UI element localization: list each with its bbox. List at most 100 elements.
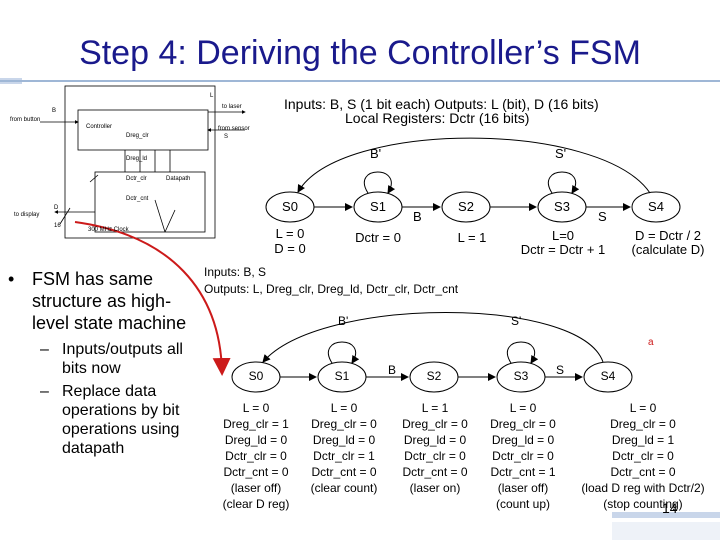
output-line: (laser off) bbox=[497, 481, 549, 495]
hl-s4-action-2: (calculate D) bbox=[631, 242, 705, 257]
high-level-fsm bbox=[265, 137, 681, 223]
sub-bullet-marker-1: – bbox=[40, 341, 49, 358]
output-line: L = 1 bbox=[421, 401, 449, 415]
output-line: Dctr_clr = 0 bbox=[612, 449, 674, 463]
fsm-loop-s3 bbox=[506, 341, 539, 364]
bullet-main: FSM has same structure as high-level sta… bbox=[32, 269, 187, 333]
output-line: (laser on) bbox=[409, 481, 461, 495]
hl-label-s-prime: S' bbox=[555, 146, 567, 161]
output-line: Dctr_cnt = 0 bbox=[223, 465, 289, 479]
red-arrow bbox=[74, 221, 231, 376]
fsm-s1-label: S1 bbox=[334, 369, 350, 383]
output-line: Dreg_ld = 0 bbox=[224, 433, 288, 447]
hl-return-arrow bbox=[297, 137, 651, 194]
output-line: Dreg_ld = 0 bbox=[312, 433, 376, 447]
output-line: L = 0 bbox=[330, 401, 358, 415]
hl-s4-action-1: D = Dctr / 2 bbox=[634, 228, 702, 243]
hl-s0-action-2: D = 0 bbox=[274, 241, 306, 256]
label-dctr-clr: Dctr_clr bbox=[126, 176, 147, 182]
fsm-return-arrow bbox=[262, 312, 604, 363]
fsm-label-s-prime: S' bbox=[511, 314, 522, 328]
output-line: Dctr_cnt = 0 bbox=[610, 465, 676, 479]
output-line: L = 0 bbox=[242, 401, 270, 415]
output-line: Dctr_clr = 0 bbox=[492, 449, 554, 463]
fsm-s3-outputs: L = 0 Dreg_clr = 0 Dreg_ld = 0 Dctr_clr … bbox=[479, 400, 567, 512]
label-dreg-ld: Dreg_ld bbox=[126, 156, 148, 162]
outer-box bbox=[64, 85, 216, 239]
output-line: (load D reg with Dctr/2) bbox=[581, 481, 705, 495]
label-dctr-cnt: Dctr_cnt bbox=[126, 196, 149, 202]
hl-s3-label: S3 bbox=[554, 199, 570, 214]
slide-title: Step 4: Deriving the Controller’s FSM bbox=[79, 34, 641, 72]
fsm-state-s4 bbox=[583, 361, 633, 393]
sub-bullet-1: Inputs/outputs all bits now bbox=[62, 341, 183, 377]
label-d-out: D bbox=[54, 205, 59, 211]
corner-decoration bbox=[612, 512, 720, 518]
output-line: Dreg_ld = 0 bbox=[491, 433, 555, 447]
output-line: Dreg_clr = 0 bbox=[490, 417, 556, 431]
sub-bullet-marker-2: – bbox=[40, 383, 49, 400]
title-underline bbox=[0, 80, 720, 82]
hl-s3-action-1: L=0 bbox=[551, 228, 575, 243]
controller-box bbox=[77, 109, 209, 151]
output-line: (stop counting) bbox=[603, 497, 683, 511]
hl-s2-action: L = 1 bbox=[457, 230, 487, 245]
label-controller: Controller bbox=[86, 124, 113, 130]
output-line: Dreg_clr = 1 bbox=[223, 417, 289, 431]
fsm-label-b: B bbox=[388, 363, 397, 377]
block-diagram bbox=[40, 85, 246, 239]
label-bus-width: 16 bbox=[54, 223, 61, 229]
fsm-s4-outputs: L = 0 Dreg_clr = 0 Dreg_ld = 1 Dctr_clr … bbox=[570, 400, 716, 512]
fsm-label-b-prime: B' bbox=[338, 314, 349, 328]
hl-s1-action: Dctr = 0 bbox=[355, 230, 401, 245]
sub-bullet-2: Replace data operations by bit operation… bbox=[62, 383, 180, 457]
fsm-s1-outputs: L = 0 Dreg_clr = 0 Dreg_ld = 0 Dctr_clr … bbox=[300, 400, 388, 496]
output-line: Dctr_cnt = 0 bbox=[402, 465, 468, 479]
fsm-io-line2: Outputs: L, Dreg_clr, Dreg_ld, Dctr_clr,… bbox=[204, 282, 459, 296]
label-dreg-clr: Dreg_clr bbox=[126, 133, 149, 139]
label-s-in: S bbox=[224, 134, 229, 140]
hl-io-line1: Inputs: B, S (1 bit each) Outputs: L (bi… bbox=[284, 96, 599, 112]
controller-fsm bbox=[231, 312, 633, 393]
hl-state-s4 bbox=[631, 191, 681, 223]
output-line: Dreg_ld = 1 bbox=[611, 433, 675, 447]
hl-label-b-prime: B' bbox=[370, 146, 382, 161]
output-line: (clear count) bbox=[310, 481, 378, 495]
fsm-io-line1: Inputs: B, S bbox=[204, 265, 267, 279]
label-to-laser: to laser bbox=[222, 104, 242, 110]
output-line: Dreg_ld = 0 bbox=[403, 433, 467, 447]
hl-label-b: B bbox=[413, 209, 422, 224]
output-line: Dctr_clr = 0 bbox=[404, 449, 466, 463]
output-line: Dreg_clr = 0 bbox=[610, 417, 676, 431]
output-line: Dctr_clr = 1 bbox=[313, 449, 375, 463]
label-from-sensor: from sensor bbox=[218, 126, 250, 132]
fsm-s4-label: S4 bbox=[600, 369, 616, 383]
slide-number: 14 bbox=[662, 500, 678, 516]
fsm-loop-s1 bbox=[327, 341, 360, 364]
fsm-label-s: S bbox=[556, 363, 565, 377]
output-line: L = 0 bbox=[629, 401, 657, 415]
fsm-s0-label: S0 bbox=[248, 369, 264, 383]
label-to-display: to display bbox=[14, 212, 40, 218]
hl-s3-action-2: Dctr = Dctr + 1 bbox=[520, 242, 606, 257]
label-l-out: L bbox=[210, 93, 214, 99]
fsm-s0-outputs: L = 0 Dreg_clr = 1 Dreg_ld = 0 Dctr_clr … bbox=[212, 400, 300, 512]
hl-label-s: S bbox=[598, 209, 607, 224]
output-line: (count up) bbox=[495, 497, 551, 511]
hl-loop-s1 bbox=[363, 171, 396, 194]
hl-s0-action-1: L = 0 bbox=[275, 226, 305, 241]
datapath-box bbox=[94, 171, 206, 233]
fsm-s2-outputs: L = 1 Dreg_clr = 0 Dreg_ld = 0 Dctr_clr … bbox=[391, 400, 479, 496]
hl-s0-label: S0 bbox=[282, 199, 298, 214]
fsm-s3-label: S3 bbox=[513, 369, 529, 383]
label-datapath: Datapath bbox=[166, 176, 191, 182]
hl-s2-label: S2 bbox=[458, 199, 474, 214]
label-b-in: B bbox=[52, 108, 57, 114]
output-line: Dctr_clr = 0 bbox=[225, 449, 287, 463]
hl-s4-label: S4 bbox=[648, 199, 664, 214]
fsm-label-a: a bbox=[648, 337, 654, 348]
fsm-s2-label: S2 bbox=[426, 369, 442, 383]
hl-io-line2: Local Registers: Dctr (16 bits) bbox=[345, 110, 530, 126]
output-line: Dctr_cnt = 0 bbox=[311, 465, 377, 479]
label-clock: 300 MHz Clock bbox=[88, 227, 129, 233]
